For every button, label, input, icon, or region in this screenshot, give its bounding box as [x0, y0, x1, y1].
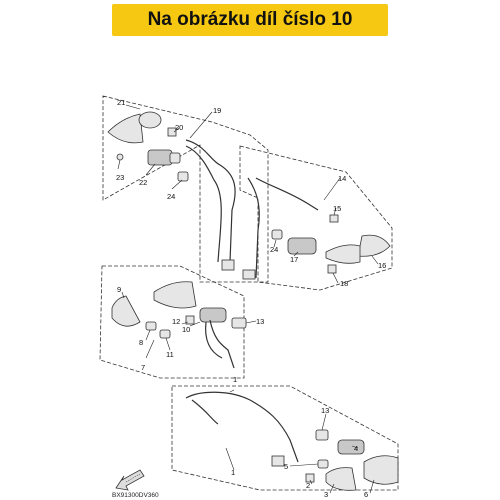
lens-9[interactable] — [111, 295, 141, 327]
socket-4[interactable] — [337, 439, 365, 455]
assembly-group-19: 21 19 20 23 22 24 — [102, 95, 269, 283]
callout-9: 9 — [117, 285, 121, 294]
callout-6: 6 — [364, 490, 368, 499]
callout-1: 1 — [231, 468, 235, 477]
socket-10 — [199, 307, 227, 323]
screw-20 — [167, 127, 177, 137]
screw-2 — [305, 473, 315, 483]
screw-18 — [327, 264, 337, 274]
housing-10[interactable] — [153, 281, 197, 309]
socket-22b — [169, 152, 181, 164]
lens-3[interactable] — [325, 467, 357, 491]
callout-13b: 13 — [321, 406, 329, 415]
callout-3: 3 — [324, 490, 328, 499]
assembly-group-14: 14 15 24 17 16 18 — [239, 145, 393, 291]
callout-16: 16 — [378, 261, 386, 270]
callout-2: 2 — [306, 481, 310, 490]
grommet-5 — [317, 459, 329, 469]
callout-22: 22 — [139, 178, 147, 187]
screw-23 — [116, 153, 124, 161]
callout-11: 11 — [166, 350, 174, 359]
banner-title: Na obrázku díl číslo 10 — [147, 9, 353, 30]
lens-21[interactable] — [107, 113, 144, 144]
callout-5: 5 — [284, 462, 288, 471]
grommet-24b — [271, 229, 283, 240]
socket-22[interactable] — [147, 149, 173, 166]
callout-14: 14 — [338, 174, 346, 183]
grommet-24 — [177, 171, 189, 182]
housing-6[interactable] — [363, 455, 399, 485]
screw-15 — [329, 214, 339, 223]
callout-19: 19 — [213, 106, 221, 115]
grommet-13 — [231, 317, 247, 329]
callout-24b: 24 — [270, 245, 278, 254]
callout-23: 23 — [116, 173, 124, 182]
callout-18: 18 — [340, 279, 348, 288]
assembly-group-7: 9 13 12 10 8 11 7 — [99, 265, 264, 379]
callout-7: 7 — [141, 363, 145, 372]
callout-21: 21 — [117, 98, 125, 107]
bracket-8b — [159, 329, 171, 339]
callout-15: 15 — [333, 204, 341, 213]
callout-12: 12 — [172, 317, 180, 326]
connector-14 — [242, 269, 256, 280]
callout-20: 20 — [175, 123, 183, 132]
callout-10: 10 — [182, 325, 190, 334]
callout-17: 17 — [290, 255, 298, 264]
assembly-group-1: 1 1 13 4 5 2 3 6 — [171, 375, 399, 499]
connector-1 — [271, 455, 285, 467]
socket-17[interactable] — [287, 237, 317, 255]
callout-24a: 24 — [167, 192, 175, 201]
callout-4: 4 — [354, 444, 358, 453]
connector-19 — [221, 259, 235, 271]
housing-16 — [325, 244, 361, 264]
callout-13a: 13 — [256, 317, 264, 326]
callout-1a: 1 — [233, 375, 237, 384]
callout-8: 8 — [139, 338, 143, 347]
title-banner: Na obrázku díl číslo 10 — [112, 4, 388, 36]
front-arrow-icon — [115, 469, 145, 491]
diagram-code: BX91300DV360 — [112, 492, 159, 499]
bracket-8 — [145, 321, 157, 331]
grommet-13b — [315, 429, 329, 441]
bulb-21 — [138, 111, 162, 129]
screw-12 — [185, 315, 195, 325]
lens-16[interactable] — [357, 234, 391, 257]
